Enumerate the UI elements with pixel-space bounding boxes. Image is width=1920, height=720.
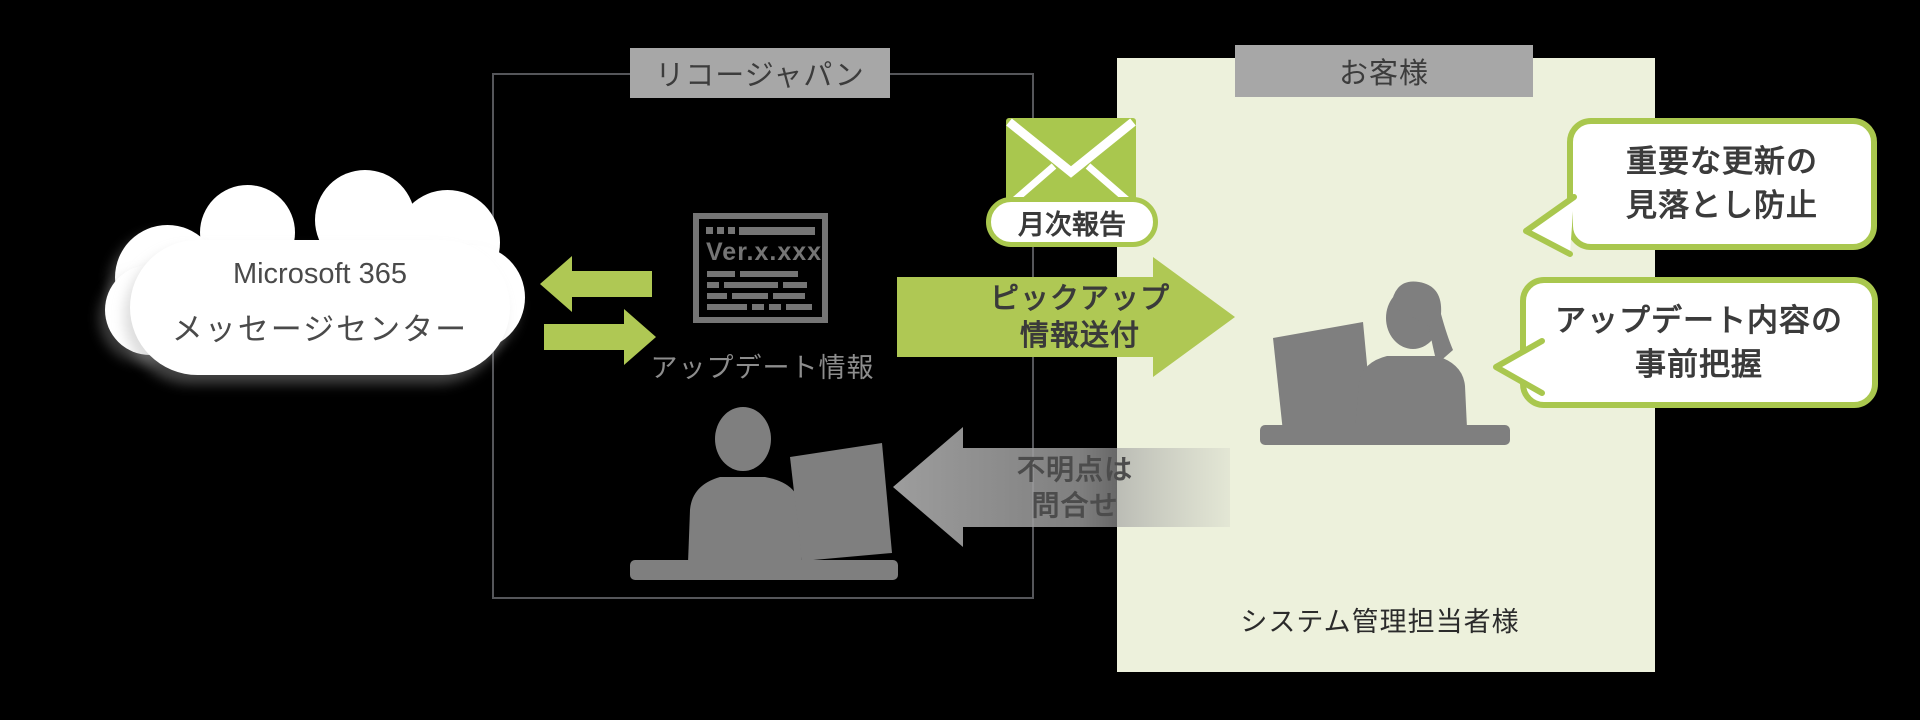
inquiry-arrow-shape (893, 427, 1230, 547)
monthly-report-text: 月次報告 (1018, 209, 1126, 240)
arrow-left-shape (540, 256, 652, 312)
doc-line (707, 282, 815, 288)
cloud-title: Microsoft 365 (232, 258, 408, 290)
pickup-line2: 情報送付 (1019, 320, 1140, 352)
person-head (715, 407, 771, 471)
cloud-shape (105, 170, 530, 380)
monitor (790, 443, 892, 561)
customer-role-text: システム管理担当者様 (1240, 607, 1520, 637)
inquiry-arrow (893, 427, 1230, 547)
doc-title-bar (739, 227, 815, 235)
customer-admin-silhouette (1260, 281, 1510, 445)
update-info-caption: アップデート情報 (650, 353, 875, 383)
doc-line (707, 271, 815, 277)
inquiry-line1: 不明点は (1016, 454, 1133, 485)
bubble1-tail (1523, 194, 1577, 257)
desk (1260, 425, 1510, 445)
doc-window-dot (706, 227, 713, 234)
bubble2-line2: 事前把握 (1635, 346, 1763, 382)
pickup-arrow-label: ピックアップ 情報送付 (930, 281, 1230, 355)
inquiry-arrow-label: 不明点は 問合せ (940, 452, 1210, 524)
cloud-base (130, 240, 510, 375)
pickup-arrow-shape (897, 257, 1235, 377)
person-hair (1391, 281, 1453, 364)
bubble2-line1: アップデート内容の (1555, 302, 1843, 338)
benefit-bubble-2: アップデート内容の 事前把握 (1520, 277, 1878, 408)
desk (630, 560, 898, 580)
doc-line (707, 293, 815, 299)
mail-flap (1006, 118, 1136, 178)
bubble1-line1: 重要な更新の (1626, 144, 1818, 179)
doc-version-text: Ver.x.xxx (706, 238, 823, 266)
mail-icon (1006, 118, 1136, 208)
bubble1-line2: 見落とし防止 (1626, 188, 1818, 223)
cloud-subtitle: メッセージセンター (171, 312, 469, 347)
doc-text-lines (707, 271, 815, 315)
monthly-report-badge: 月次報告 (986, 197, 1158, 247)
person-body (1355, 356, 1467, 428)
ricoh-label-text: リコージャパン (655, 60, 865, 92)
inquiry-line2: 問合せ (1031, 490, 1119, 521)
arrow-left-to-cloud (540, 256, 652, 312)
doc-window-dot (717, 227, 724, 234)
bubble2-tail (1493, 338, 1545, 396)
customer-section-label: お客様 (1235, 45, 1533, 97)
doc-window-dot (728, 227, 735, 234)
ricoh-section-label: リコージャパン (630, 48, 890, 98)
benefit-bubble-1: 重要な更新の 見落とし防止 (1567, 118, 1877, 250)
arrow-right-to-doc (544, 309, 656, 365)
pickup-line1: ピックアップ (989, 283, 1170, 315)
customer-label-text: お客様 (1338, 58, 1429, 90)
update-document-icon: Ver.x.xxx (693, 213, 828, 323)
person-body (688, 477, 802, 563)
pickup-arrow (897, 257, 1235, 377)
monitor (1273, 322, 1373, 432)
ricoh-operator-silhouette (630, 407, 898, 580)
arrow-right-shape (544, 309, 656, 365)
doc-line (707, 304, 815, 310)
